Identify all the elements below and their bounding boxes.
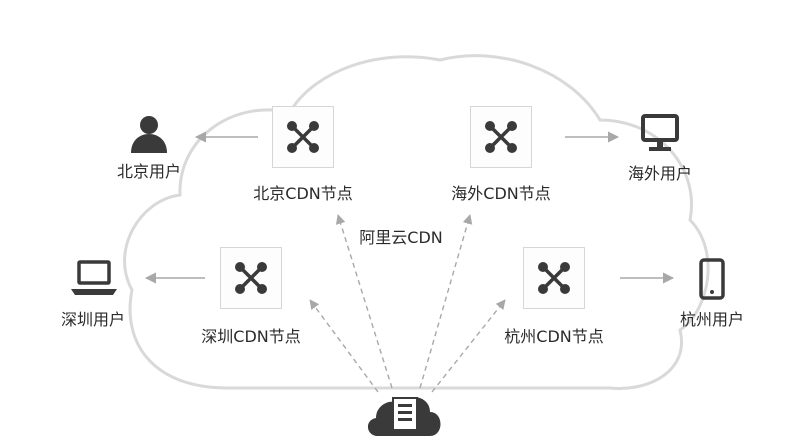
cloud-label: 阿里云CDN bbox=[359, 228, 443, 247]
cdn-node-hangzhou bbox=[523, 247, 585, 309]
mobile-phone-icon bbox=[699, 258, 725, 300]
cdn-node-beijing bbox=[272, 106, 334, 168]
cdn-node-label-shenzhen: 深圳CDN节点 bbox=[201, 327, 301, 346]
user-label-shenzhen: 深圳用户 bbox=[60, 310, 126, 329]
network-hub-icon bbox=[287, 121, 319, 153]
cdn-node-haiwai bbox=[470, 106, 532, 168]
cdn-node-shenzhen bbox=[220, 247, 282, 309]
dashed-arrow-origin-to-hangzhou bbox=[431, 299, 506, 393]
monitor-icon bbox=[641, 114, 679, 151]
network-hub-icon bbox=[538, 262, 570, 294]
dashed-arrow-origin-to-shenzhen bbox=[309, 299, 379, 393]
dashed-arrow-origin-to-beijing bbox=[335, 214, 393, 389]
network-hub-icon bbox=[235, 262, 267, 294]
cdn-node-label-haiwai: 海外CDN节点 bbox=[451, 184, 551, 203]
cloud-server-icon bbox=[367, 397, 441, 436]
user-label-beijing: 北京用户 bbox=[116, 162, 182, 181]
laptop-icon bbox=[71, 260, 117, 295]
user-label-hangzhou: 杭州用户 bbox=[679, 310, 745, 329]
cdn-node-label-hangzhou: 杭州CDN节点 bbox=[504, 327, 604, 346]
network-hub-icon bbox=[485, 121, 517, 153]
user-label-haiwai: 海外用户 bbox=[627, 164, 693, 183]
person-icon bbox=[131, 116, 167, 153]
dashed-arrow-origin-to-haiwai bbox=[419, 214, 473, 389]
cdn-node-label-beijing: 北京CDN节点 bbox=[253, 184, 353, 203]
cloud-outline bbox=[123, 54, 710, 390]
